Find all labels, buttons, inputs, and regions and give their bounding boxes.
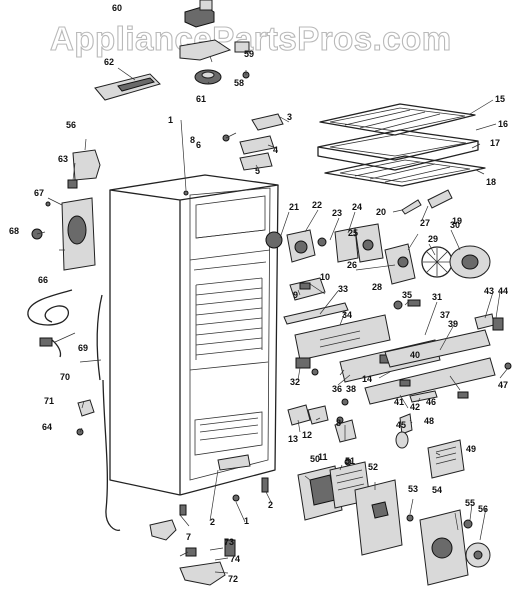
refrigerator-shelves <box>195 277 263 360</box>
callout-56: 56 <box>66 120 76 130</box>
callout-68: 68 <box>9 226 19 236</box>
callout-21: 21 <box>289 202 299 212</box>
watermark-text: AppliancePartsPros.com <box>50 20 452 57</box>
callout-6: 6 <box>196 140 201 150</box>
callout-67: 67 <box>34 188 44 198</box>
callout-28: 28 <box>372 282 382 292</box>
callout-20: 20 <box>376 207 386 217</box>
crisper-area <box>194 411 263 456</box>
callout-23: 23 <box>332 208 342 218</box>
leader-lines <box>36 55 509 574</box>
callout-4: 4 <box>273 145 278 155</box>
callout-64: 64 <box>42 422 52 432</box>
callout-43: 43 <box>484 286 494 296</box>
left-side-parts <box>27 149 121 531</box>
callout-38: 38 <box>346 384 356 394</box>
callout-59: 59 <box>244 49 254 59</box>
callout-58: 58 <box>234 78 244 88</box>
callout-46: 46 <box>426 397 436 407</box>
callout-62: 62 <box>104 57 114 67</box>
callout-11: 11 <box>318 452 328 462</box>
callout-16: 16 <box>498 119 508 129</box>
callout-35: 35 <box>402 290 412 300</box>
lower-control-parts <box>287 398 491 586</box>
callout-69: 69 <box>78 343 88 353</box>
callout-34: 34 <box>342 310 352 320</box>
callout-39: 39 <box>448 319 458 329</box>
callout-37: 37 <box>440 310 450 320</box>
callout-3: 3 <box>287 112 292 122</box>
callout-17: 17 <box>490 138 500 148</box>
callout-53: 53 <box>408 484 418 494</box>
callout-54: 54 <box>432 485 442 495</box>
callout-29: 29 <box>428 234 438 244</box>
callout-27: 27 <box>420 218 430 228</box>
callout-7: 7 <box>186 532 191 542</box>
callout-52: 52 <box>368 462 378 472</box>
callout-49: 49 <box>466 444 476 454</box>
callout-8: 8 <box>190 135 195 145</box>
callout-50: 50 <box>310 454 320 464</box>
callout-10: 10 <box>320 272 330 282</box>
callout-42: 42 <box>410 402 420 412</box>
callout-14: 14 <box>362 374 372 384</box>
callout-63: 63 <box>58 154 68 164</box>
callout-19: 19 <box>452 216 462 226</box>
callout-61: 61 <box>196 94 206 104</box>
callout-36: 36 <box>332 384 342 394</box>
callout-25: 25 <box>348 228 358 238</box>
callout-73: 73 <box>224 537 234 547</box>
freezer-shelves <box>317 103 486 187</box>
callout-13: 13 <box>288 434 298 444</box>
callout-26: 26 <box>347 260 357 270</box>
callout-56b: 56 <box>478 504 488 514</box>
callout-5: 5 <box>255 166 260 176</box>
control-panel-parts <box>283 277 512 405</box>
callout-30: 30 <box>450 220 460 230</box>
callout-74: 74 <box>230 554 240 564</box>
callout-18: 18 <box>486 177 496 187</box>
callout-45: 45 <box>396 420 406 430</box>
callout-2b: 2 <box>210 517 215 527</box>
callout-22: 22 <box>312 200 322 210</box>
fan-and-motor-parts <box>265 189 491 285</box>
callout-41: 41 <box>394 397 404 407</box>
callout-48: 48 <box>424 416 434 426</box>
callout-2: 2 <box>268 500 273 510</box>
callout-66: 66 <box>38 275 48 285</box>
callout-32: 32 <box>290 377 300 387</box>
callout-72: 72 <box>228 574 238 584</box>
callout-31: 31 <box>432 292 442 302</box>
callout-55: 55 <box>465 498 475 508</box>
refrigerator-cabinet <box>109 174 279 496</box>
callout-9: 9 <box>293 290 298 300</box>
callout-44: 44 <box>498 286 508 296</box>
callout-40: 40 <box>410 350 420 360</box>
callout-8b: 8 <box>336 418 341 428</box>
callout-71: 71 <box>44 396 54 406</box>
callout-1: 1 <box>168 115 173 125</box>
callout-60: 60 <box>112 3 122 13</box>
bottom-parts <box>149 477 269 586</box>
callout-47: 47 <box>498 380 508 390</box>
callout-labels: 60 59 62 58 61 1 3 8 6 4 5 56 63 67 68 6… <box>9 3 508 584</box>
top-hinge-assembly <box>94 0 250 101</box>
callout-1b: 1 <box>244 516 249 526</box>
callout-12: 12 <box>302 430 312 440</box>
callout-70: 70 <box>60 372 70 382</box>
callout-51: 51 <box>345 456 355 466</box>
callout-15: 15 <box>495 94 505 104</box>
callout-33: 33 <box>338 284 348 294</box>
upper-small-parts <box>222 113 284 171</box>
callout-24: 24 <box>352 202 362 212</box>
